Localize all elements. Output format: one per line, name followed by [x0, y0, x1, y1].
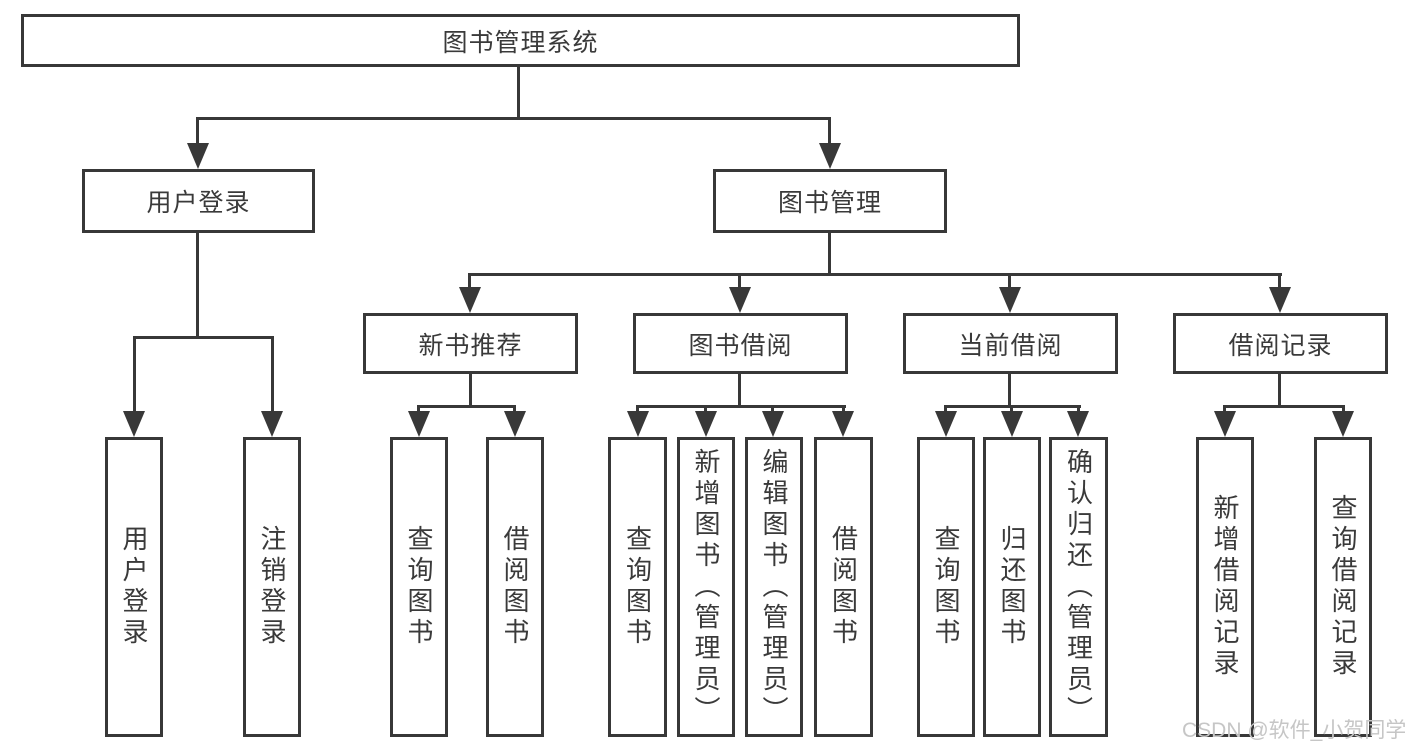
connector-line [133, 336, 274, 339]
arrow-down-icon [999, 287, 1021, 313]
arrow-down-icon [729, 287, 751, 313]
node-new-book-recommend: 新书推荐 [363, 313, 578, 374]
node-current-borrow: 当前借阅 [903, 313, 1118, 374]
node-borrow-records: 借阅记录 [1173, 313, 1388, 374]
arrow-down-icon [459, 287, 481, 313]
leaf-logout: 注销登录 [243, 437, 301, 737]
arrow-down-icon [123, 411, 145, 437]
arrow-down-icon [1067, 411, 1089, 437]
connector-line [1077, 405, 1080, 414]
arrow-down-icon [1332, 411, 1354, 437]
connector-line [133, 336, 136, 414]
connector-line [1278, 273, 1281, 290]
connector-line [417, 405, 420, 414]
arrow-down-icon [1269, 287, 1291, 313]
connector-line [1010, 405, 1013, 414]
leaf-records-query-borrow-record: 查询借阅记录 [1314, 437, 1372, 737]
leaf-records-add-borrow-record: 新增借阅记录 [1196, 437, 1254, 737]
connector-line [1008, 372, 1011, 406]
connector-line [469, 372, 472, 406]
connector-line [636, 405, 846, 408]
connector-line [196, 117, 199, 147]
arrow-down-icon [187, 143, 209, 169]
connector-line [828, 117, 831, 147]
connector-line [271, 336, 274, 414]
connector-line [636, 405, 639, 414]
arrow-down-icon [762, 411, 784, 437]
leaf-recommend-borrow-books: 借阅图书 [486, 437, 544, 737]
leaf-user-login: 用户登录 [105, 437, 163, 737]
arrow-down-icon [408, 411, 430, 437]
connector-line [738, 273, 741, 290]
connector-line [738, 372, 741, 406]
connector-line [417, 405, 516, 408]
leaf-borrow-add-books-admin: 新增图书（管理员） [677, 437, 735, 737]
node-book-management: 图书管理 [713, 169, 947, 233]
connector-line [1223, 405, 1345, 408]
arrow-down-icon [1001, 411, 1023, 437]
connector-line [1278, 372, 1281, 406]
leaf-current-query-books: 查询图书 [917, 437, 975, 737]
leaf-borrow-edit-books-admin: 编辑图书（管理员） [745, 437, 803, 737]
arrow-down-icon [832, 411, 854, 437]
arrow-down-icon [261, 411, 283, 437]
arrow-down-icon [504, 411, 526, 437]
connector-line [468, 273, 471, 290]
node-book-borrow: 图书借阅 [633, 313, 848, 374]
arrow-down-icon [627, 411, 649, 437]
leaf-borrow-query-books: 查询图书 [608, 437, 667, 737]
connector-line [468, 273, 1282, 276]
leaf-recommend-query-books: 查询图书 [390, 437, 448, 737]
watermark: CSDN @软件_小贺同学 [1182, 719, 1405, 742]
connector-line [771, 405, 774, 414]
node-user-login: 用户登录 [82, 169, 315, 233]
connector-line [1223, 405, 1226, 414]
connector-line [513, 405, 516, 414]
connector-line [196, 231, 199, 338]
arrow-down-icon [695, 411, 717, 437]
node-root: 图书管理系统 [21, 14, 1020, 67]
leaf-current-confirm-return-admin: 确认归还（管理员） [1049, 437, 1108, 737]
leaf-current-return-books: 归还图书 [983, 437, 1041, 737]
connector-line [828, 231, 831, 275]
arrow-down-icon [1214, 411, 1236, 437]
leaf-borrow-borrow-books: 借阅图书 [814, 437, 873, 737]
connector-line [1008, 273, 1011, 290]
connector-line [704, 405, 707, 414]
arrow-down-icon [819, 143, 841, 169]
connector-line [196, 117, 831, 120]
connector-line [1342, 405, 1345, 414]
connector-line [944, 405, 947, 414]
arrow-down-icon [935, 411, 957, 437]
connector-line [842, 405, 845, 414]
connector-line [517, 65, 520, 120]
